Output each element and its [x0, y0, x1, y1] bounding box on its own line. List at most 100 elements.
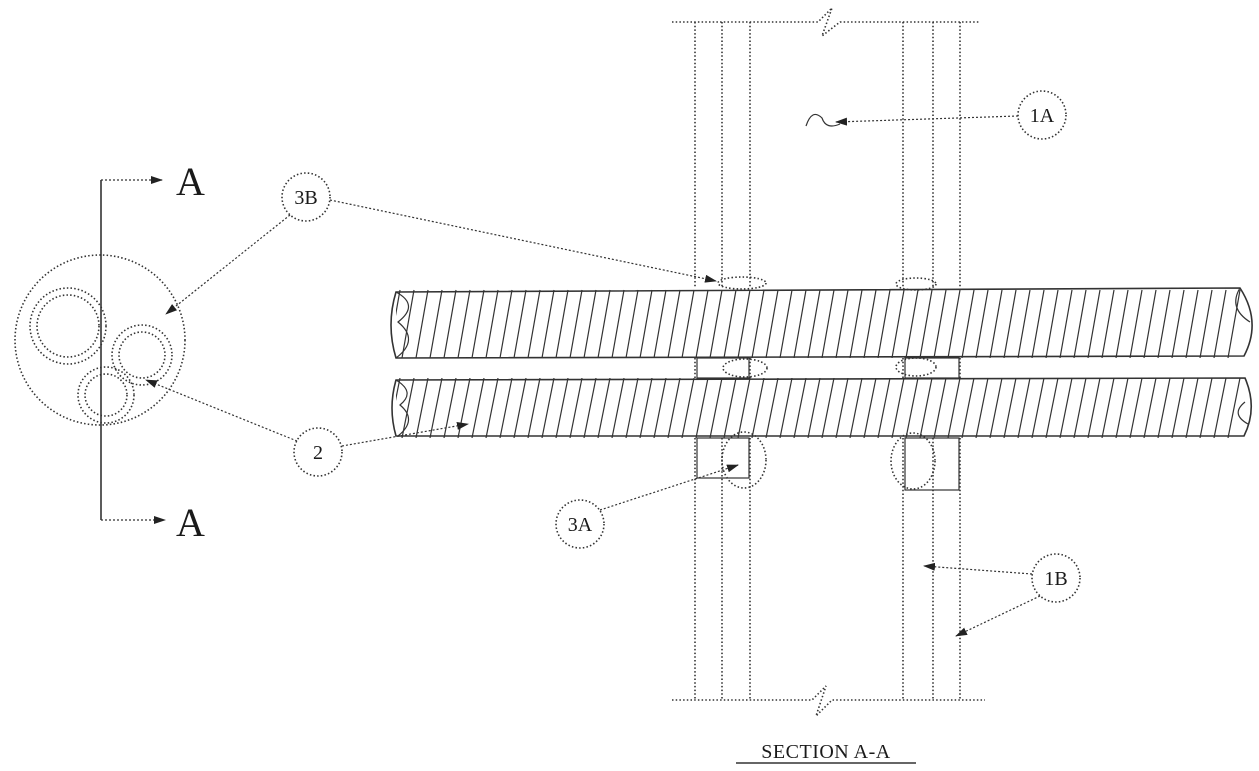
conduit-hatch-line [681, 289, 695, 358]
conduit-hatch-line [1073, 289, 1087, 358]
conduit-hatch-line [863, 378, 877, 438]
conduit-hatch-line [513, 378, 527, 438]
conduit-hatch-line [401, 289, 415, 358]
conduit-hatch-line [1101, 289, 1115, 358]
conduit-hatch-line [905, 378, 919, 438]
conduit-hatch-line [1157, 289, 1171, 358]
callout-3b: 3B [165, 172, 717, 315]
conduit-hatch-line [555, 378, 569, 438]
conduit-hatch-line [793, 378, 807, 438]
conduit-hatch-line [583, 378, 597, 438]
conduit-hatch-line [821, 378, 835, 438]
conduit-hatch-line [1171, 289, 1185, 358]
right-stud-lower [902, 438, 961, 700]
conduit-hatch-line [1045, 378, 1059, 438]
conduit-hatch-line [1115, 378, 1129, 438]
conduit-hatch-line [1003, 378, 1017, 438]
conduit-hatch-line [611, 378, 625, 438]
conduit-hatch-line [1059, 378, 1073, 438]
conduit-hatch-line [485, 289, 499, 358]
conduit-hatch-line [471, 378, 485, 438]
conduit-hatch-line [849, 378, 863, 438]
conduit-hatch-line [653, 289, 667, 358]
sealant-right-lower [890, 432, 960, 491]
conduit-hatch-line [1101, 378, 1115, 438]
conduit-hatch-line [1087, 378, 1101, 438]
conduit-hatch-line [625, 378, 639, 438]
conduit-hatch-line [625, 289, 639, 358]
bottom-break-line [672, 685, 985, 717]
sealant-between-right [895, 357, 960, 379]
conduit-hatch-line [877, 289, 891, 358]
conduit-hatch-line [471, 289, 485, 358]
conduit-hatch-line [919, 378, 933, 438]
conduit-hatch-line [1185, 289, 1199, 358]
conduit-hatch-line [396, 289, 401, 317]
conduit-hatch-line [695, 378, 709, 438]
wall-section [390, 7, 1253, 717]
conduit-hatch-line [863, 289, 877, 358]
conduit-hatch-line [1213, 289, 1227, 358]
conduit-hatch-line [933, 378, 947, 438]
callout-3b-label: 3B [294, 187, 317, 209]
sealant-3b-left [717, 276, 767, 290]
conduit-hatch-line [877, 378, 891, 438]
conduit-hatch-line [1073, 378, 1087, 438]
medium-pipe [111, 324, 173, 386]
conduit-hatch-line [457, 378, 471, 438]
conduit-hatch-line [583, 289, 597, 358]
conduit-hatch-line [947, 289, 961, 358]
conduit-hatch-line [527, 289, 541, 358]
conduit-hatch-line [1213, 378, 1227, 438]
conduit-hatch-line [457, 289, 471, 358]
conduit-hatch-line [891, 289, 905, 358]
conduit-hatch-line [485, 378, 499, 438]
conduit-hatch-line [667, 289, 681, 358]
conduit-hatch-line [1031, 378, 1045, 438]
conduit-hatch-line [779, 378, 793, 438]
conduit-hatch-line [597, 289, 611, 358]
left-stud-lower [694, 438, 751, 700]
section-letter-top: A [176, 159, 205, 204]
conduit-hatch-line [835, 289, 849, 358]
conduit-hatch-line [807, 378, 821, 438]
conduit-hatch-line [611, 289, 625, 358]
conduit-hatch-line [513, 289, 527, 358]
conduit-hatch-line [723, 378, 737, 438]
conduit-hatch-line [849, 289, 863, 358]
conduit-hatch-line [1045, 289, 1059, 358]
conduit-hatch-line [1157, 378, 1171, 438]
conduit-hatch-line [1199, 289, 1213, 358]
callout-2-label: 2 [313, 442, 323, 464]
conduit-hatch-line [821, 289, 835, 358]
conduit-hatch-line [541, 289, 555, 358]
section-title: SECTION A-A [736, 741, 916, 764]
conduit-hatch-line [737, 378, 751, 438]
conduit-hatch-line [1199, 378, 1213, 438]
lower-conduit [391, 377, 1253, 438]
conduit-hatch-line [961, 378, 975, 438]
conduit-hatch-line [723, 289, 737, 358]
conduit-hatch-line [1143, 289, 1157, 358]
conduit-hatch-line [709, 289, 723, 358]
conduit-hatch-line [975, 289, 989, 358]
conduit-hatch-line [415, 289, 429, 358]
conduit-hatch-line [919, 289, 933, 358]
conduit-hatch-line [555, 289, 569, 358]
conduit-hatch-line [933, 289, 947, 358]
conduit-hatch-line [396, 378, 401, 402]
conduit-hatch-line [737, 289, 751, 358]
conduit-hatch-line [681, 378, 695, 438]
conduit-hatch-line [891, 378, 905, 438]
large-pipe [29, 287, 107, 365]
conduit-hatch-line [639, 378, 653, 438]
upper-conduit [390, 287, 1253, 359]
section-letter-bottom: A [176, 500, 205, 545]
sealant-3b-right [895, 277, 937, 291]
section-title-text: SECTION A-A [761, 741, 890, 763]
callout-2: 2 [145, 379, 469, 477]
conduit-hatch-line [499, 289, 513, 358]
conduit-hatch-line [975, 378, 989, 438]
conduit-hatch-line [499, 378, 513, 438]
